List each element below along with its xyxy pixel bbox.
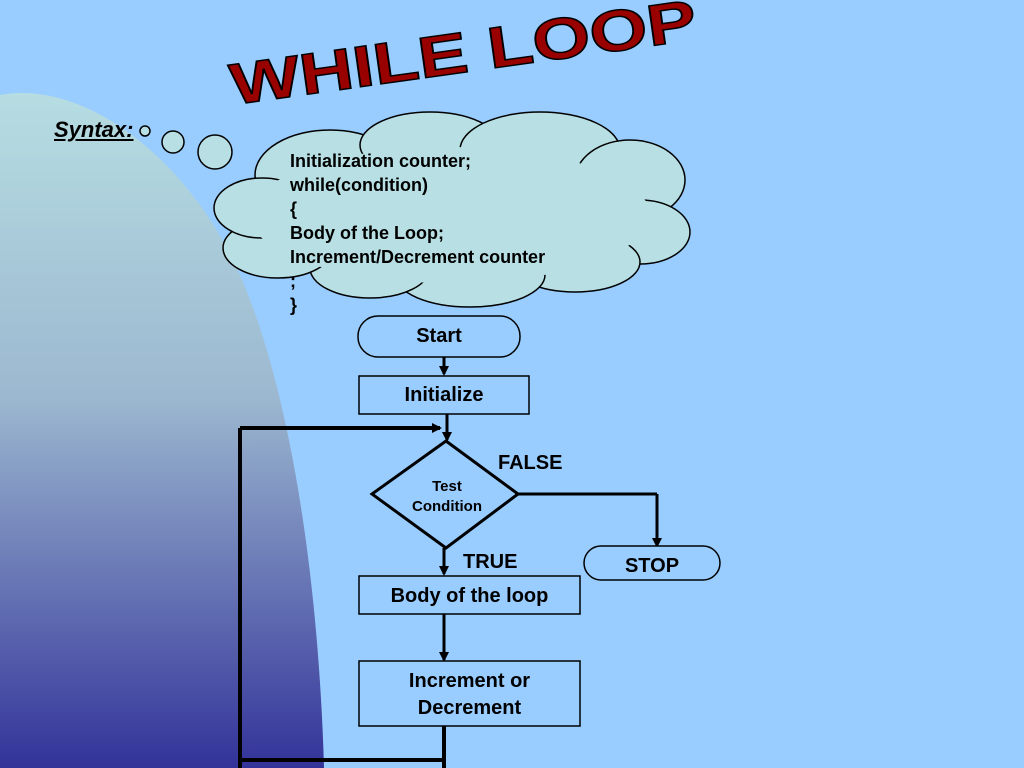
syntax-line: while(condition) [290, 175, 428, 195]
thought-bubble-large [197, 134, 233, 170]
test-condition-line: Test [432, 478, 462, 495]
thought-bubble-small [139, 125, 151, 137]
syntax-line: Body of the Loop; [290, 223, 444, 243]
stop-label: STOP [624, 555, 680, 577]
initialize-label: Initialize [404, 384, 484, 406]
true-label: TRUE [463, 551, 518, 573]
start-node [357, 315, 521, 358]
increment-line: Increment or [408, 670, 531, 692]
slide-title: WHILE LOOP [225, 0, 701, 118]
syntax-code: Initialization counter; while(condition)… [290, 149, 545, 317]
increment-line: Decrement [417, 697, 522, 719]
false-label: FALSE [498, 452, 563, 474]
syntax-line: Initialization counter; [290, 151, 472, 171]
syntax-line: ; [290, 271, 296, 291]
start-label: Start [416, 325, 462, 347]
arrow-test-to-stop [518, 492, 662, 548]
increment-label: Increment or Decrement [359, 668, 580, 722]
test-condition-label: Test Condition [396, 477, 498, 517]
syntax-line: { [290, 199, 298, 219]
initialize-node [358, 375, 530, 415]
syntax-line: } [290, 295, 298, 315]
decorative-side-shape [0, 92, 324, 768]
stop-node [583, 545, 721, 581]
increment-node [358, 660, 581, 727]
test-condition-line: Condition [412, 498, 482, 515]
test-condition-diamond [369, 439, 521, 550]
body-node [358, 575, 581, 615]
body-label: Body of the loop [390, 585, 549, 607]
loop-back-connector [238, 423, 446, 768]
thought-bubble-medium [161, 130, 185, 154]
syntax-line: Increment/Decrement counter [290, 247, 546, 267]
syntax-cloud-fill [250, 147, 650, 283]
svg-text:WHILE LOOP: WHILE LOOP [226, 0, 700, 118]
syntax-label: Syntax: [54, 117, 134, 142]
